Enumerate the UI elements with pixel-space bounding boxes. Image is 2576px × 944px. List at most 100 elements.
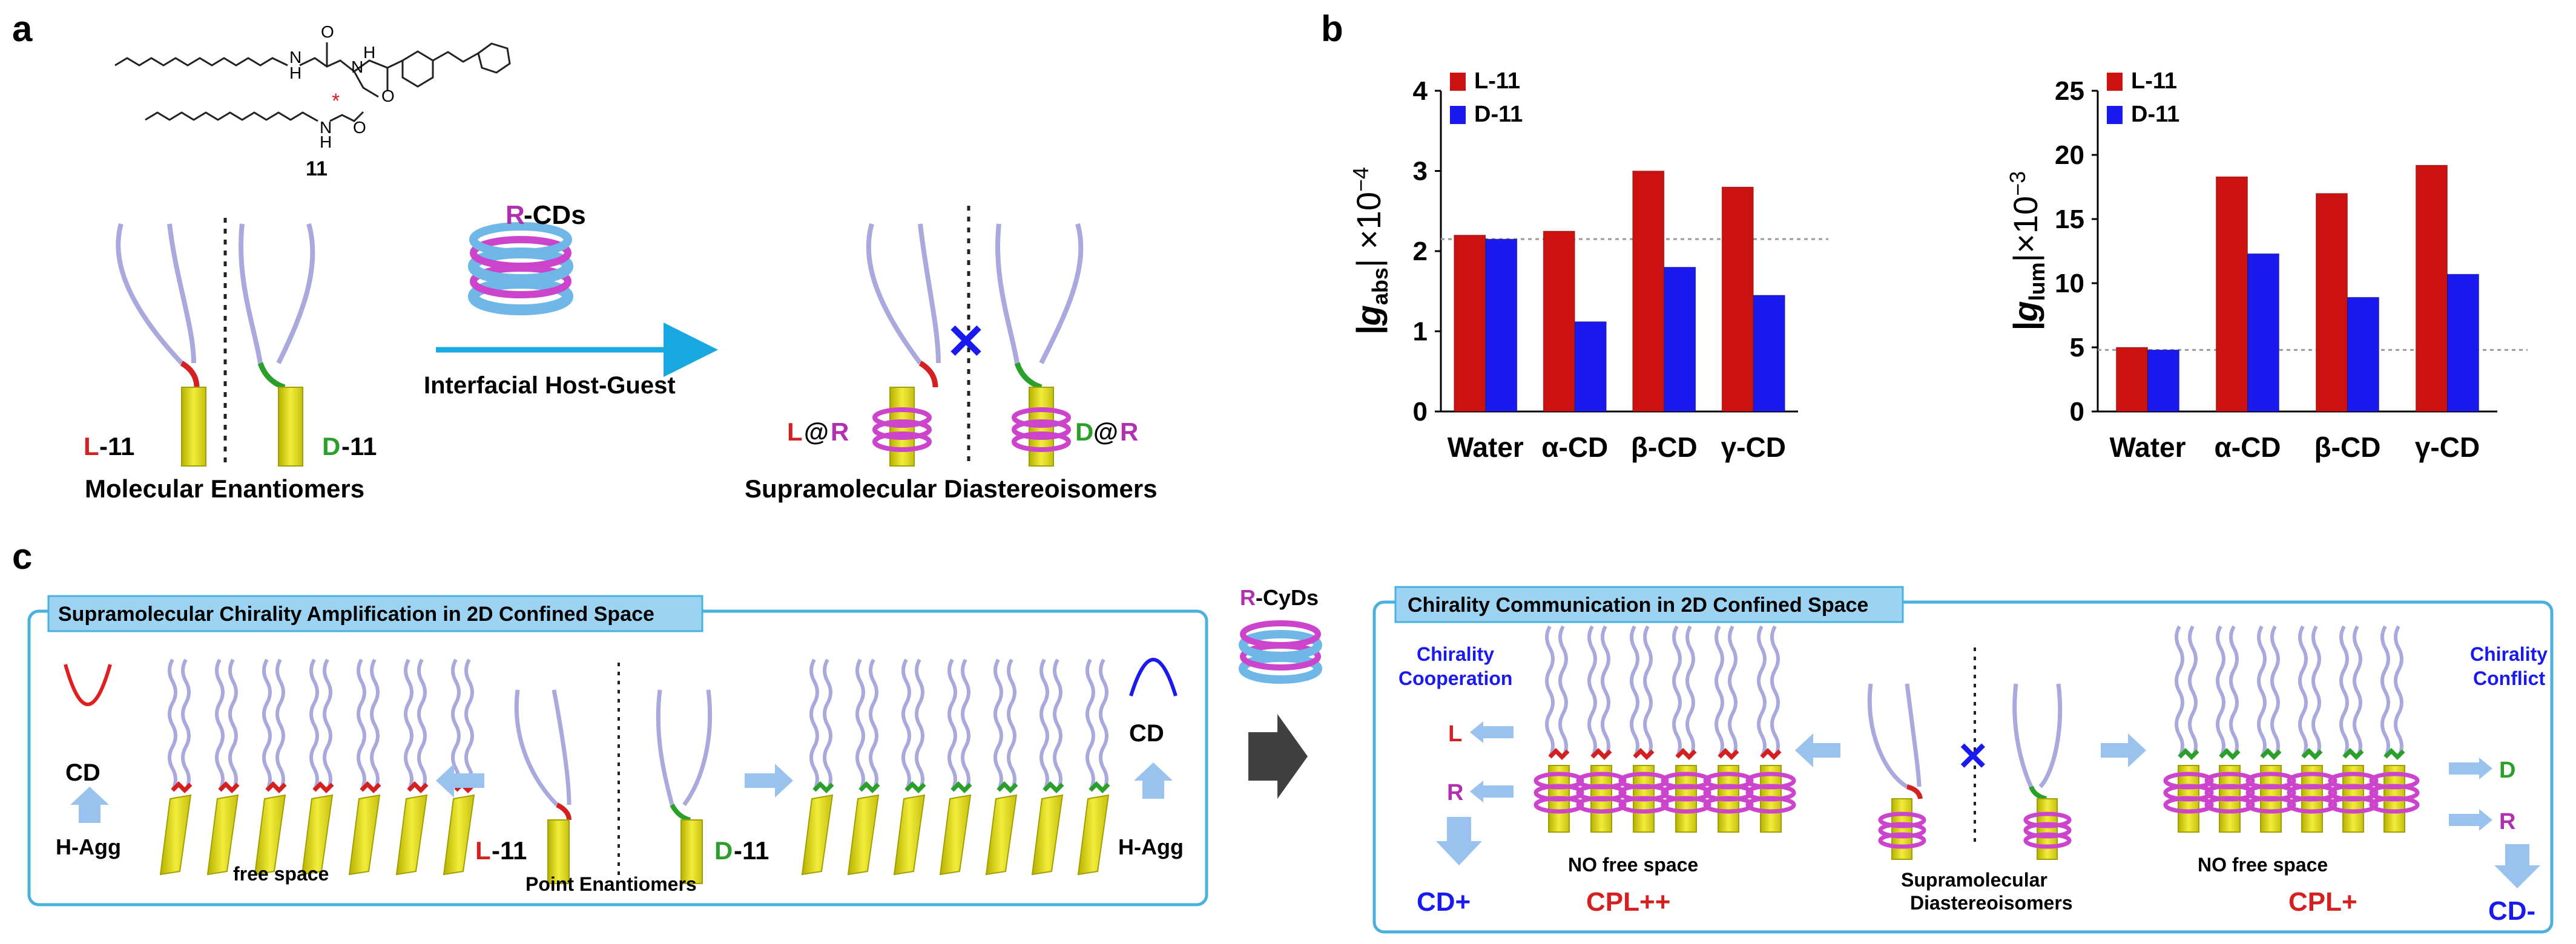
cd-ring: [1703, 796, 1754, 814]
up-arrow-right: [1134, 762, 1173, 799]
hagg-label-right: H-Agg: [1118, 834, 1184, 859]
chiral-center: [2178, 748, 2199, 760]
legend-swatch-L-11: [1450, 73, 1466, 91]
atom-h3: H: [320, 133, 332, 151]
chiral-center: [812, 781, 834, 793]
chiral-center: [2219, 748, 2241, 760]
atom-o2: O: [381, 87, 395, 105]
alkyl-chain: [1715, 625, 1724, 758]
chiral-center: [1043, 781, 1064, 793]
alkyl-chain: [915, 658, 924, 792]
cd-ring: [2369, 796, 2420, 814]
label-L-left: L: [84, 432, 99, 461]
alkyl-chain: [855, 658, 865, 792]
rcd-prefix: R: [506, 200, 525, 230]
bar-L-11-α-CD: [1543, 231, 1575, 412]
box-communication: [1372, 600, 2554, 934]
chiral-star: *: [332, 90, 340, 113]
box-amplification: [27, 609, 1208, 906]
alkyl-chain: [1770, 625, 1780, 758]
y-tick-label: 25: [2055, 76, 2084, 106]
up-arrow-left: [70, 787, 109, 823]
alkyl-chain: [1053, 658, 1062, 792]
label-D-at: D: [1075, 418, 1093, 446]
hagg-label-left: H-Agg: [56, 834, 121, 859]
small-arrow-R2: [2449, 809, 2492, 831]
alkyl-chain: [809, 658, 819, 792]
cd-ring: [1661, 796, 1711, 814]
bar-D-11-β-CD: [2347, 297, 2379, 412]
label-L-suffix: -11: [99, 432, 134, 461]
output-D: D: [2499, 758, 2515, 783]
legend-swatch-D-11: [1450, 106, 1466, 124]
head-block: [395, 794, 428, 876]
cyclodextrin-ring-stack-c: [1239, 620, 1322, 684]
d11-molecule-illustration: [239, 223, 315, 467]
no-free-space-left: NO free space: [1568, 854, 1698, 876]
y-tick-label: 10: [2055, 269, 2084, 298]
legend-label-D-11: D-11: [1474, 102, 1523, 127]
alkyl-chain: [404, 658, 413, 792]
x-tick-label: β-CD: [1631, 431, 1698, 463]
label-L-c: L: [475, 836, 491, 865]
chirality-conflict-2: Conflict: [2473, 667, 2545, 689]
alkyl-chain: [370, 658, 380, 792]
chiral-center: [407, 781, 429, 793]
small-arrow-D: [2449, 758, 2492, 779]
label-L-c-suffix: -11: [492, 836, 527, 865]
cd-ring: [1576, 796, 1627, 814]
bar-L-11-γ-CD: [2416, 165, 2448, 412]
chiral-center: [2301, 748, 2323, 760]
chirality-conflict-1: Chirality: [2470, 643, 2548, 665]
atom-h1: H: [289, 64, 301, 82]
panel-label-b: b: [1321, 8, 1343, 49]
alkyl-chain: [1757, 625, 1767, 758]
arrow-label-host-guest: Interfacial Host-Guest: [424, 372, 676, 399]
bar-D-11-α-CD: [2247, 253, 2279, 412]
chiral-center: [1718, 748, 1739, 760]
panel-label-a: a: [12, 8, 33, 49]
atom-n2: N: [351, 57, 363, 76]
x-tick-label: Water: [1448, 431, 1524, 463]
cyclodextrin-ring-stack-a: [468, 222, 573, 315]
alkyl-chain: [1545, 625, 1555, 758]
aggregate-d11: [801, 658, 1110, 876]
label-at-2: @: [1093, 418, 1118, 446]
alkyl-chain: [2339, 625, 2349, 758]
chiral-center: [1590, 748, 1612, 760]
label-R-2: R: [1120, 418, 1138, 446]
head-block: [206, 794, 239, 876]
label-D-left: D: [322, 432, 340, 461]
chiral-center: [312, 781, 334, 793]
rcyds-suffix: -CyDs: [1256, 585, 1319, 610]
cd-ring: [2287, 796, 2337, 814]
box-communication-title: Chirality Communication in 2D Confined S…: [1408, 594, 1868, 617]
y-tick-label: 3: [1413, 157, 1428, 186]
head-block: [847, 794, 880, 876]
bar-L-11-α-CD: [2216, 176, 2248, 412]
supra-diastereo-label-2: Diastereoisomers: [1910, 892, 2073, 914]
cd-plus-label: CD+: [1417, 887, 1471, 917]
label-R-1: R: [831, 418, 849, 446]
molecule-label: 11: [306, 157, 328, 180]
alkyl-chain: [2394, 625, 2403, 758]
rcd-suffix: -CDs: [524, 200, 586, 230]
atom-o1: O: [321, 22, 334, 41]
cd-minus-label: CD-: [2488, 896, 2535, 926]
cross-mark-c: ✕: [1957, 735, 1989, 778]
cd-ring: [2163, 796, 2214, 814]
bar-L-11-β-CD: [2316, 193, 2348, 412]
alkyl-chain: [961, 658, 970, 792]
head-block: [443, 794, 475, 876]
caption-supramolecular-diastereoisomers: Supramolecular Diastereoisomers: [745, 474, 1158, 503]
alkyl-chain: [309, 658, 319, 792]
alkyl-chain: [451, 658, 461, 792]
chiral-center: [1633, 748, 1655, 760]
point-enantiomer-D: [656, 689, 713, 884]
chiral-center: [904, 781, 926, 793]
cross-mark-a: ✕: [946, 315, 986, 369]
box-amplification-title: Supramolecular Chirality Amplification i…: [58, 603, 654, 626]
head-block: [1031, 794, 1064, 876]
chiral-center: [2383, 748, 2405, 760]
center-d-at-r: [2012, 683, 2072, 860]
